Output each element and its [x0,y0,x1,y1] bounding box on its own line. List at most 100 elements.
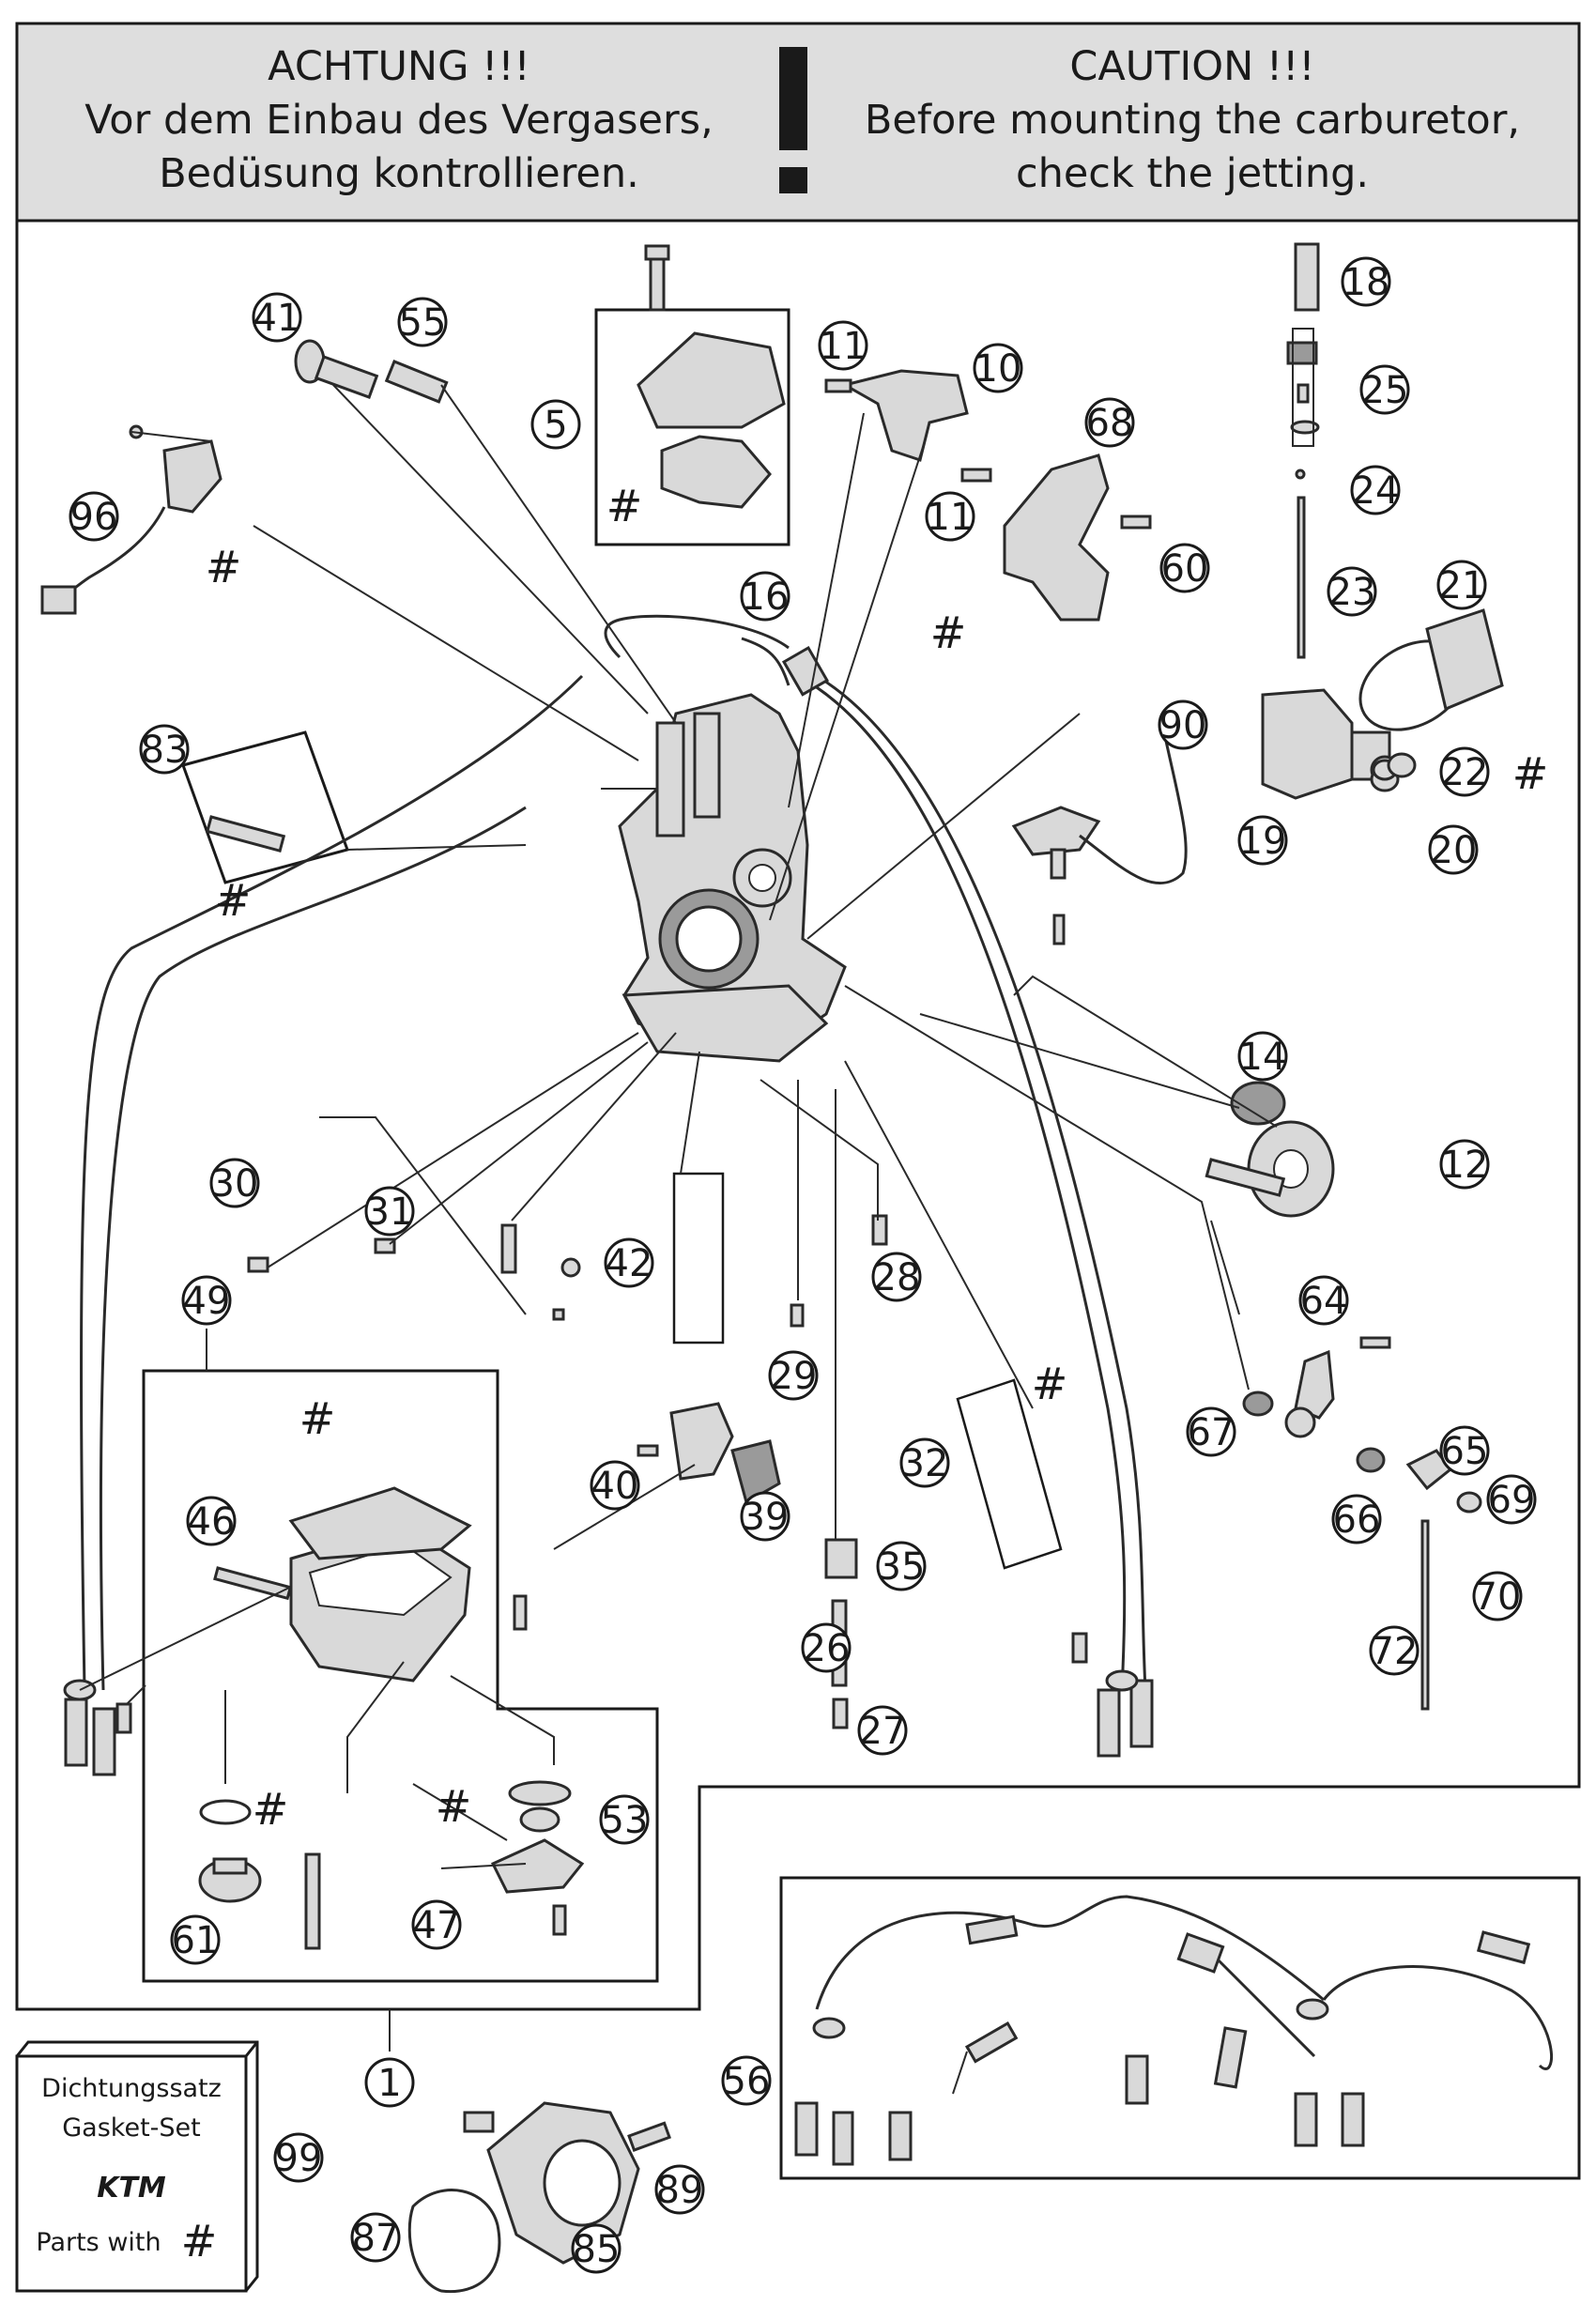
callout-67: 67 [1186,1406,1236,1457]
callout-10: 10 [973,343,1023,393]
breather-hoses [794,1895,1553,2166]
callout-circle [599,1794,650,1845]
throttle-valve-cover [637,244,786,509]
carburetor-body [601,693,847,1063]
callout-label: 31 [366,1191,414,1234]
callout-label: 90 [1159,704,1207,747]
callout-label: 29 [770,1355,818,1398]
callout-circle [1084,397,1135,448]
callout-29: 29 [768,1350,819,1401]
callout-circle [721,2055,772,2106]
callout-label: 49 [183,1280,231,1323]
callout-circle [571,2223,622,2274]
callout-circle [590,1460,640,1511]
callout-label: 69 [1488,1479,1536,1522]
throttle-position-sensor [40,424,223,615]
callout-circle [1439,746,1490,797]
callout-circle [876,1541,927,1591]
callout-22: 22 [1439,746,1490,797]
main-hoses [63,614,1154,1776]
callout-circle [740,571,790,622]
callout-circle [1436,560,1487,610]
callout-circle [1472,1571,1523,1621]
float-bowl-parts [198,1780,585,1950]
callout-circle [139,724,190,775]
cover-part-box [594,308,790,546]
callout-circle [1237,1031,1288,1082]
idle-screw-assembly [294,339,449,404]
exclamation-icon [779,47,807,193]
gasket-kit-line2: Gasket-Set [62,2113,201,2143]
callout-circle [1369,1625,1420,1676]
hash-marker: # [436,1781,472,1832]
callout-53: 53 [599,1794,650,1845]
callout-47: 47 [411,1899,462,1950]
callout-70: 70 [1472,1571,1523,1621]
callout-28: 28 [871,1252,922,1302]
callout-26: 26 [801,1622,852,1673]
hot-start-plunger [1286,242,1320,659]
callout-label: 18 [1343,261,1390,304]
callout-circle [973,343,1023,393]
gasket-kit-line1: Dichtungssatz [41,2074,222,2103]
accelerator-pump [1261,608,1504,800]
callout-19: 19 [1237,815,1288,866]
callout-label: 35 [878,1545,926,1589]
linkage-cover [1003,453,1152,622]
callout-27: 27 [857,1705,908,1756]
callout-circle [1237,815,1288,866]
callout-circle [857,1705,908,1756]
callout-87: 87 [350,2212,401,2263]
callout-18: 18 [1341,256,1391,307]
callout-label: 39 [742,1496,790,1539]
sensor-part-box [181,730,349,884]
callout-circle [273,2132,324,2183]
callout-5: 5 [530,399,581,450]
hash-marker: # [1032,1359,1068,1409]
callout-circle [170,1914,221,1965]
callout-14: 14 [1237,1031,1288,1082]
callout-circle [925,491,975,542]
leader-lines [79,384,1278,2095]
callout-label: 70 [1474,1575,1522,1619]
callout-label: 72 [1371,1630,1419,1673]
callout-circle [871,1252,922,1302]
callout-circle [252,292,302,343]
callout-label: 28 [873,1256,921,1299]
callout-label: 5 [544,404,567,447]
callout-89: 89 [654,2164,705,2215]
gasket-kit-line3: Parts with [36,2228,161,2257]
german-line1: Vor dem Einbau des Vergasers, [84,97,714,144]
callout-label: 53 [601,1799,649,1842]
callout-30: 30 [209,1158,260,1208]
callout-circle [654,2164,705,2215]
callout-39: 39 [740,1491,790,1542]
callout-56: 56 [721,2055,772,2106]
ktm-logo: KTM [97,2172,166,2205]
callout-label: 25 [1361,369,1409,412]
throttle-linkage [1242,1336,1482,1711]
callout-46: 46 [186,1496,237,1546]
callout-label: 30 [211,1162,259,1206]
gasket-kit-symbol: # [181,2216,218,2267]
callout-69: 69 [1486,1474,1537,1525]
callout-11: 11 [925,491,975,542]
callout-circle [209,1158,260,1208]
callout-label: 40 [591,1465,639,1508]
callout-label: 87 [352,2217,400,2260]
callout-label: 23 [1328,571,1376,614]
callout-label: 12 [1441,1144,1489,1187]
callout-25: 25 [1359,364,1410,415]
needle-part-box [956,1378,1063,1570]
callout-circle [530,399,581,450]
callout-42: 42 [604,1237,654,1288]
callout-90: 90 [1158,699,1208,750]
hash-marker: # [206,542,242,592]
callout-circle [1439,1139,1490,1190]
callout-circle [818,320,868,371]
callout-label: 61 [172,1919,220,1962]
callout-label: 89 [656,2169,704,2212]
callout-41: 41 [252,292,302,343]
float-bowl-frame [142,1369,659,1983]
callout-label: 64 [1300,1280,1348,1323]
